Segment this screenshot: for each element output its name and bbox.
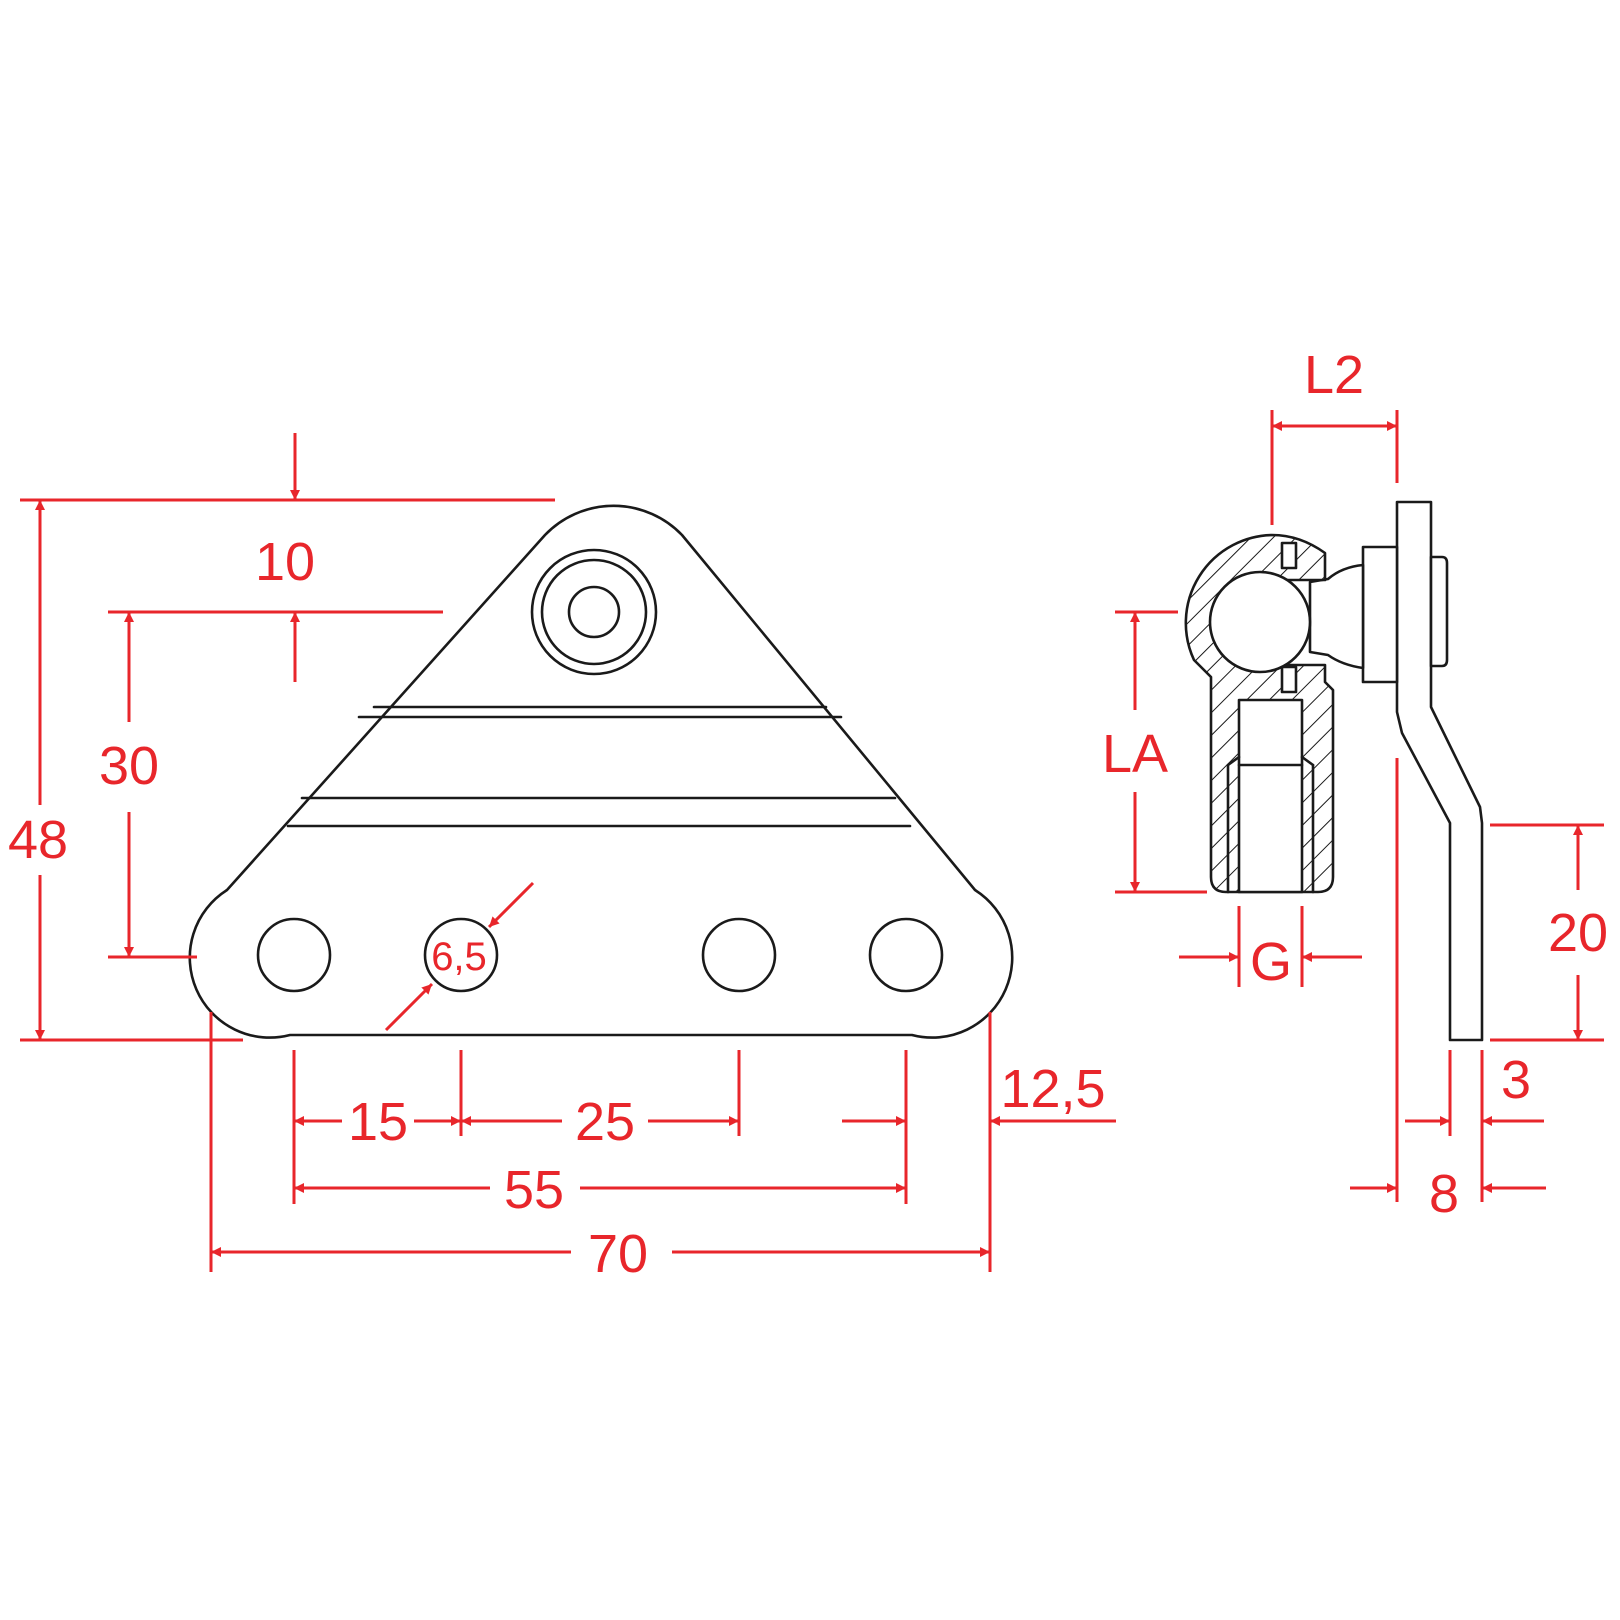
stud-boss-outer	[530, 548, 658, 676]
dim-leg-height: 20	[1548, 903, 1608, 963]
dim-socket-length: LA	[1102, 724, 1168, 784]
stud-boss-inner	[540, 558, 648, 666]
dim-edge-offset: 12,5	[1000, 1059, 1105, 1119]
retaining-clip-top	[1280, 541, 1298, 570]
plate-outline	[188, 504, 1014, 1039]
stud-collar	[1361, 545, 1399, 684]
mount-hole-2	[423, 917, 499, 993]
side-view	[1184, 500, 1484, 1042]
front-dimensions: 10 30 48 6,5 15 25 12,5	[8, 433, 1116, 1284]
dim-overall-depth: 8	[1429, 1164, 1459, 1224]
bore-chamfer-left	[1226, 755, 1241, 767]
mount-hole-1	[256, 917, 332, 993]
dim-6-5-leader-upper	[487, 881, 535, 929]
dim-hole-height: 30	[99, 736, 159, 796]
mount-hole-4	[868, 917, 944, 993]
socket-ball	[1208, 570, 1312, 674]
dim-6-5-leader-lower	[384, 982, 434, 1032]
stud-hole	[567, 585, 621, 639]
bracket-rear-boss	[1429, 555, 1449, 668]
bore-chamfer-right	[1300, 755, 1315, 767]
threaded-bore	[1237, 698, 1304, 894]
dim-hole-diameter: 6,5	[431, 935, 487, 979]
side-dimensions: L2 LA G 20 3 8	[1102, 345, 1608, 1224]
dim-overall-width: 70	[588, 1224, 648, 1284]
mount-hole-3	[701, 917, 777, 993]
dim-thread: G	[1250, 932, 1292, 992]
dim-hole-span: 55	[504, 1160, 564, 1220]
dim-ball-offset: L2	[1304, 345, 1364, 405]
front-view	[188, 504, 1014, 1039]
retaining-clip-bottom	[1280, 665, 1298, 694]
dim-spacing-left: 15	[348, 1092, 408, 1152]
stud-neck	[1308, 563, 1365, 670]
dim-thickness: 3	[1501, 1050, 1531, 1110]
dim-total-height: 48	[8, 810, 68, 870]
dim-spacing-middle: 25	[575, 1092, 635, 1152]
dim-top-offset: 10	[255, 532, 315, 592]
